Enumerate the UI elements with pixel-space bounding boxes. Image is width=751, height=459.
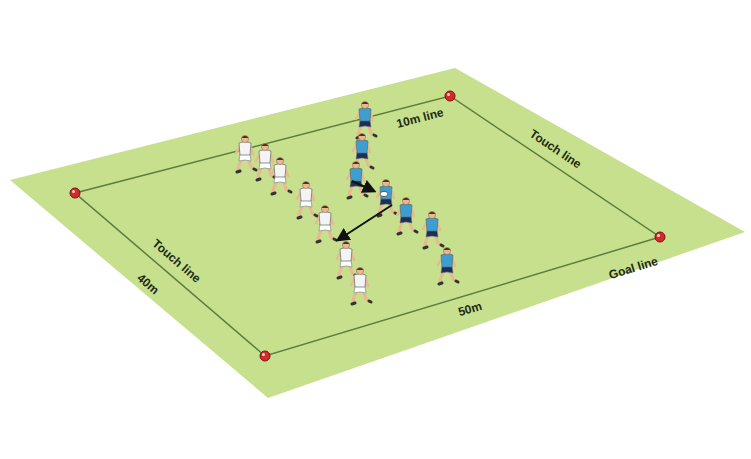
cone-highlight xyxy=(72,190,75,193)
white-player xyxy=(256,143,276,180)
blue-player xyxy=(377,179,397,216)
cone-highlight xyxy=(262,353,265,356)
grass-area xyxy=(10,68,745,398)
cone-highlight xyxy=(447,93,450,96)
pass-arrow xyxy=(338,205,392,240)
blue-player xyxy=(356,101,376,138)
blue-player xyxy=(423,211,443,248)
white-player xyxy=(297,181,317,218)
blue-player xyxy=(397,197,417,234)
white-player xyxy=(236,135,256,172)
white-player xyxy=(271,157,291,194)
cone xyxy=(70,188,80,198)
players xyxy=(236,101,458,304)
white-player xyxy=(351,267,371,304)
cone-highlight xyxy=(657,234,660,237)
cone xyxy=(445,91,455,101)
white-player xyxy=(337,241,357,278)
blue-player xyxy=(438,247,458,284)
blue-player xyxy=(347,161,367,198)
cone xyxy=(260,351,270,361)
blue-player xyxy=(353,133,373,170)
rugby-ball xyxy=(380,191,388,196)
run-arrow xyxy=(352,181,374,191)
cone xyxy=(655,232,665,242)
corner-cones xyxy=(70,91,665,361)
pitch-lines xyxy=(75,96,660,356)
white-player xyxy=(316,205,336,242)
